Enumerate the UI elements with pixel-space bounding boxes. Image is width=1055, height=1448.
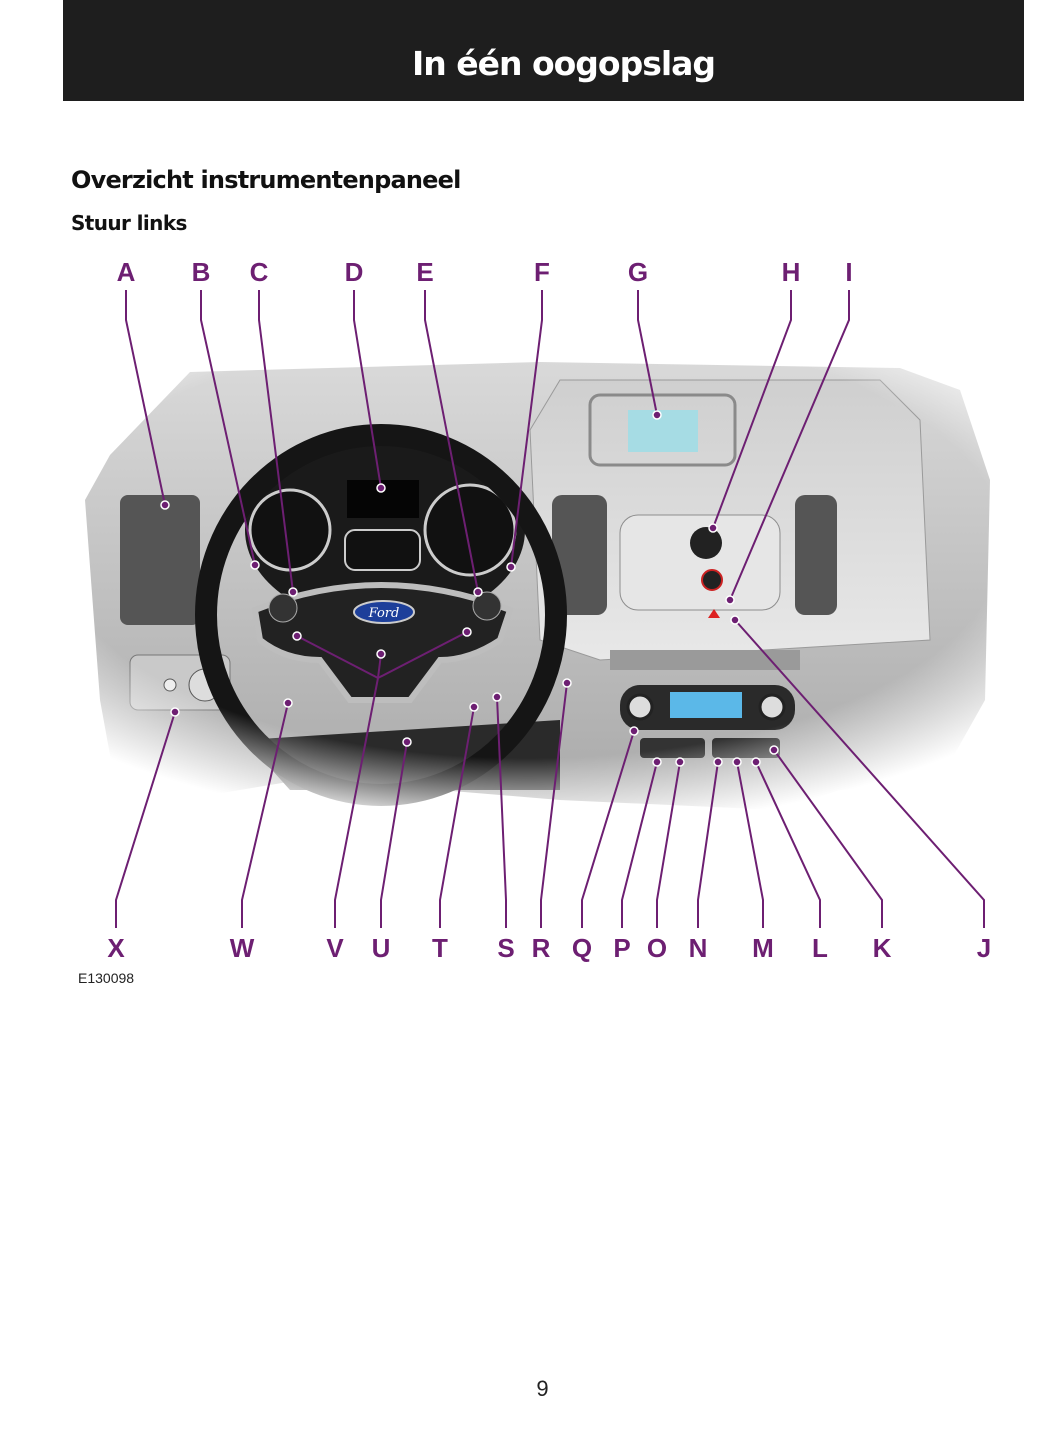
callout-dot (751, 757, 761, 767)
callout-dot (160, 500, 170, 510)
callout-line (712, 290, 792, 529)
callout-dot (376, 649, 386, 659)
callout-label-m: M (752, 933, 774, 963)
callout-dot (292, 631, 302, 641)
callout-line (125, 290, 166, 506)
callout-label-c: C (250, 257, 269, 287)
callout-dot (652, 410, 662, 420)
callout-line (773, 749, 883, 928)
callout-line (115, 711, 176, 928)
callout-line (734, 619, 985, 928)
callout-dot (769, 745, 779, 755)
callout-label-u: U (372, 933, 391, 963)
callout-label-s: S (497, 933, 514, 963)
callout-label-g: G (628, 257, 648, 287)
callout-line (377, 631, 468, 679)
callout-label-q: Q (572, 933, 592, 963)
page-number: 9 (536, 1376, 549, 1401)
callout-label-p: P (613, 933, 630, 963)
callout-label-f: F (534, 257, 550, 287)
callout-label-e: E (416, 257, 433, 287)
callout-dot (250, 560, 260, 570)
figure-id: E130098 (78, 970, 135, 986)
callout-dot (376, 483, 386, 493)
page-header: In één oogopslag (63, 0, 1024, 101)
callout-dot (283, 698, 293, 708)
callout-label-w: W (230, 933, 255, 963)
callout-dot (730, 615, 740, 625)
ford-badge: Ford (368, 606, 400, 621)
callout-line (736, 761, 764, 928)
callout-label-d: D (345, 257, 364, 287)
callout-dot (713, 757, 723, 767)
callout-dot (469, 702, 479, 712)
callout-label-h: H (782, 257, 801, 287)
header-title: In één oogopslag (411, 44, 716, 83)
callout-line (637, 290, 658, 416)
callout-label-j: J (977, 933, 991, 963)
callout-label-l: L (812, 933, 828, 963)
callout-line (656, 761, 681, 928)
callout-line (697, 761, 719, 928)
callout-label-x: X (107, 933, 125, 963)
callout-dot (725, 595, 735, 605)
callout-line (755, 761, 821, 928)
callout-label-k: K (873, 933, 892, 963)
callout-dot (170, 707, 180, 717)
callout-dot (288, 587, 298, 597)
section-subtitle: Stuur links (71, 211, 187, 235)
callout-line (729, 290, 850, 601)
callout-dot (506, 562, 516, 572)
ford-logo: Ford (353, 600, 415, 624)
callout-dot (473, 587, 483, 597)
callout-dot (462, 627, 472, 637)
callout-line (296, 635, 379, 679)
callout-label-r: R (532, 933, 551, 963)
callout-line (581, 730, 635, 928)
callout-line (496, 696, 507, 928)
callout-dot (629, 726, 639, 736)
callout-label-n: N (689, 933, 708, 963)
callout-dot (562, 678, 572, 688)
callout-dot (708, 523, 718, 533)
callout-line (353, 290, 382, 489)
callout-line (424, 290, 479, 593)
callout-label-t: T (432, 933, 448, 963)
callout-line (334, 677, 379, 928)
callout-label-a: A (117, 257, 136, 287)
dashboard-drawing (0, 350, 1055, 830)
callout-line (258, 290, 294, 593)
callout-label-o: O (647, 933, 667, 963)
callout-line (200, 290, 256, 566)
callout-line (510, 290, 543, 568)
callout-line (540, 682, 568, 928)
callout-dot (732, 757, 742, 767)
callout-dot (675, 757, 685, 767)
callout-dot (652, 757, 662, 767)
callout-line (380, 741, 408, 928)
callout-label-b: B (192, 257, 211, 287)
callout-dot (492, 692, 502, 702)
section-title: Overzicht instrumentenpaneel (71, 166, 461, 194)
callout-line (439, 706, 475, 928)
callout-line (241, 702, 289, 928)
callout-label-i: I (845, 257, 852, 287)
callout-dot (402, 737, 412, 747)
callout-label-v: V (326, 933, 344, 963)
callout-line (621, 761, 658, 928)
